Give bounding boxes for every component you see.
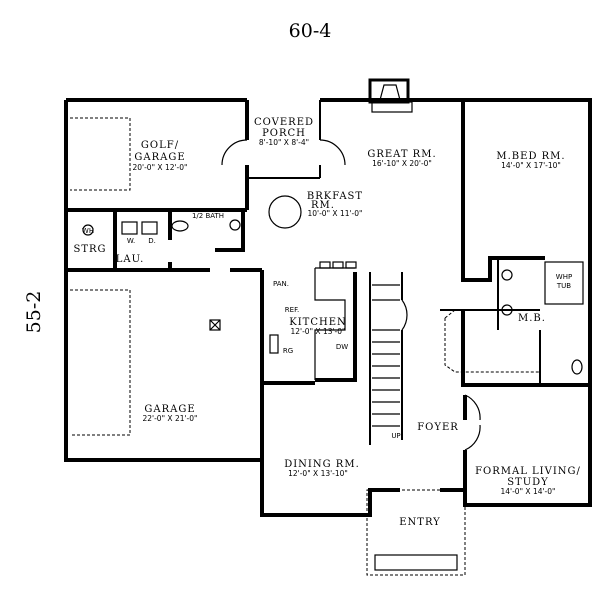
whp-tub-label-1: WHP <box>556 273 572 281</box>
kitchen-size: 12'-0" X 13'-0" <box>291 327 346 336</box>
dining-size: 12'-0" X 13'-10" <box>288 469 348 478</box>
stairs-up-label: UP <box>391 432 400 440</box>
kitchen-label: KITCHEN <box>289 317 347 328</box>
formal-living-label-1: FORMAL LIVING/ <box>475 466 581 477</box>
dryer-label: D. <box>148 237 156 245</box>
dining-label: DINING RM. <box>284 459 360 470</box>
garage-size: 22'-0" X 21'-0" <box>143 414 198 423</box>
mbed-rm-label: M.BED RM. <box>496 151 565 162</box>
great-rm-label: GREAT RM. <box>367 149 436 160</box>
formal-living-size: 14'-0" X 14'-0" <box>501 487 556 496</box>
formal-living-label-2: STUDY <box>507 477 549 488</box>
mb-label: M.B. <box>518 313 546 324</box>
golf-garage-label-1: GOLF/ <box>141 140 179 151</box>
brkfast-label-1: BRKFAST <box>307 191 363 202</box>
half-bath-label: 1/2 BATH <box>192 212 224 220</box>
porch-label-2: PORCH <box>262 128 306 139</box>
ref-label: REF. <box>285 306 299 314</box>
fireplace <box>368 78 413 113</box>
brkfast-label-2: RM. <box>311 200 335 211</box>
lau-label: LAU. <box>116 254 145 265</box>
porch-label-1: COVERED <box>254 117 314 128</box>
water-heater-label: WH <box>82 227 94 235</box>
mbed-rm-size: 14'-0" X 17'-10" <box>501 161 561 170</box>
washer-label: W. <box>127 237 135 245</box>
dishwasher-label: DW <box>336 343 348 351</box>
top-dimension: 60-4 <box>289 20 332 42</box>
details <box>70 117 584 576</box>
great-rm-size: 16'-10" X 20'-0" <box>372 159 432 168</box>
fixture-labels: W. D. WH PAN. REF. RG DW WHP TUB UP <box>82 227 572 440</box>
golf-garage-label-2: GARAGE <box>134 152 185 163</box>
brkfast-size: 10'-0" X 11'-0" <box>308 209 363 218</box>
whp-tub-label-2: TUB <box>556 282 571 290</box>
entry-label: ENTRY <box>399 517 441 528</box>
room-labels: GOLF/ GARAGE 20'-0" X 12'-0" COVERED POR… <box>73 117 581 528</box>
pantry-label: PAN. <box>273 280 289 288</box>
golf-garage-size: 20'-0" X 12'-0" <box>133 163 188 172</box>
range-label: RG <box>283 347 293 355</box>
foyer-label: FOYER <box>417 422 459 433</box>
porch-size: 8'-10" X 8'-4" <box>259 138 309 147</box>
strg-label: STRG <box>73 244 106 255</box>
garage-label: GARAGE <box>144 404 195 415</box>
side-dimension: 55-2 <box>23 291 45 334</box>
